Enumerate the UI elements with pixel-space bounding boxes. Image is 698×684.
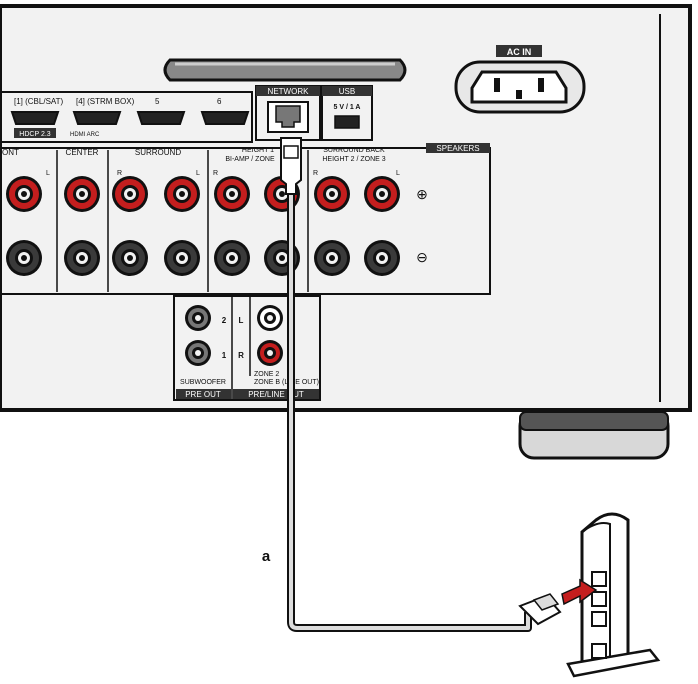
speaker-terminal-positive (314, 176, 350, 212)
hdmi-port (136, 111, 186, 125)
speaker-terminal-positive (64, 176, 100, 212)
minus-symbol: ⊖ (416, 249, 428, 265)
speaker-terminal-positive (6, 176, 42, 212)
surround-back-label: SURROUND BACK (323, 147, 385, 154)
speaker-terminal-negative (314, 240, 350, 276)
hdmi-section: [1] (CBL/SAT) [4] (STRM BOX) 5 6 HDCP 2.… (0, 91, 253, 143)
subwoofer-jack (185, 340, 211, 366)
channel-l-label: L (46, 170, 50, 177)
usb-section: USB 5 V / 1 A (321, 85, 373, 141)
hdmi-port (200, 111, 250, 125)
hdmi-4-label: [4] (STRM BOX) (76, 97, 135, 106)
zone2-label: ZONE 2 (254, 371, 279, 378)
subwoofer-label: SUBWOOFER (180, 379, 226, 386)
speaker-terminal-negative (214, 240, 250, 276)
hdmi-sub-label: HDMI ARC (70, 132, 100, 138)
front-label: ONT (2, 148, 19, 157)
pre-out-section: 2 1 L R SUBWOOFER ZONE 2 ZONE B (LINE OU… (173, 295, 321, 401)
subwoofer-1-label: 1 (222, 351, 227, 360)
router-icon (566, 512, 661, 678)
receiver-foot (518, 410, 670, 460)
channel-l-label: L (196, 170, 200, 177)
hdcp-label: HDCP 2.3 (19, 131, 50, 138)
pre-line-out-label: PRE/LINE OUT (248, 390, 304, 399)
center-label: CENTER (66, 148, 99, 157)
cable-a-label: a (262, 548, 271, 565)
pre-out-jack-l (257, 305, 283, 331)
surround-label: SURROUND (135, 148, 181, 157)
ethernet-cable (280, 137, 562, 632)
lan-port-icon (275, 105, 301, 128)
speaker-terminal-positive (214, 176, 250, 212)
channel-r-label: R (213, 170, 218, 177)
subwoofer-jack (185, 305, 211, 331)
hdmi-port (10, 111, 60, 125)
hdmi-port (72, 111, 122, 125)
speaker-terminal-positive (164, 176, 200, 212)
surround-back-sub-label: HEIGHT 2 / ZONE 3 (322, 156, 385, 163)
channel-l-label: L (396, 170, 400, 177)
network-section: NETWORK (255, 85, 321, 141)
speakers-label: SPEAKERS (436, 144, 479, 153)
usb-port-icon (334, 115, 360, 129)
plus-symbol: ⊕ (416, 186, 428, 202)
speaker-terminal-section: SPEAKERS ONT CENTER SURROUND HEIGHT 1 BI… (0, 143, 491, 295)
speaker-terminal-negative (64, 240, 100, 276)
subwoofer-2-label: 2 (222, 316, 227, 325)
height1-label: HEIGHT 1 (242, 147, 274, 154)
insert-arrow-icon (561, 578, 598, 606)
channel-r-label: R (313, 170, 318, 177)
hdmi-5-label: 5 (155, 97, 160, 106)
pre-out-jack-r (257, 340, 283, 366)
zone-b-label: ZONE B (LINE OUT) (254, 379, 319, 386)
antenna-icon (163, 58, 407, 82)
speaker-terminal-negative (6, 240, 42, 276)
speaker-terminal-positive (364, 176, 400, 212)
ac-in-label: AC IN (507, 47, 532, 57)
pre-r-label: R (238, 351, 244, 360)
speaker-terminal-negative (364, 240, 400, 276)
hdmi-6-label: 6 (217, 97, 222, 106)
speaker-terminal-positive (112, 176, 148, 212)
hdmi-1-label: [1] (CBL/SAT) (14, 97, 64, 106)
speaker-terminal-negative (164, 240, 200, 276)
ac-inlet: AC IN (454, 45, 586, 114)
height1-sub-label: BI-AMP / ZONE (225, 156, 275, 163)
pre-out-label: PRE OUT (185, 390, 221, 399)
usb-label: USB (339, 87, 355, 96)
channel-r-label: R (117, 170, 122, 177)
usb-rating: 5 V / 1 A (334, 104, 361, 111)
speaker-terminal-negative (112, 240, 148, 276)
network-label: NETWORK (268, 87, 310, 96)
pre-l-label: L (239, 316, 244, 325)
